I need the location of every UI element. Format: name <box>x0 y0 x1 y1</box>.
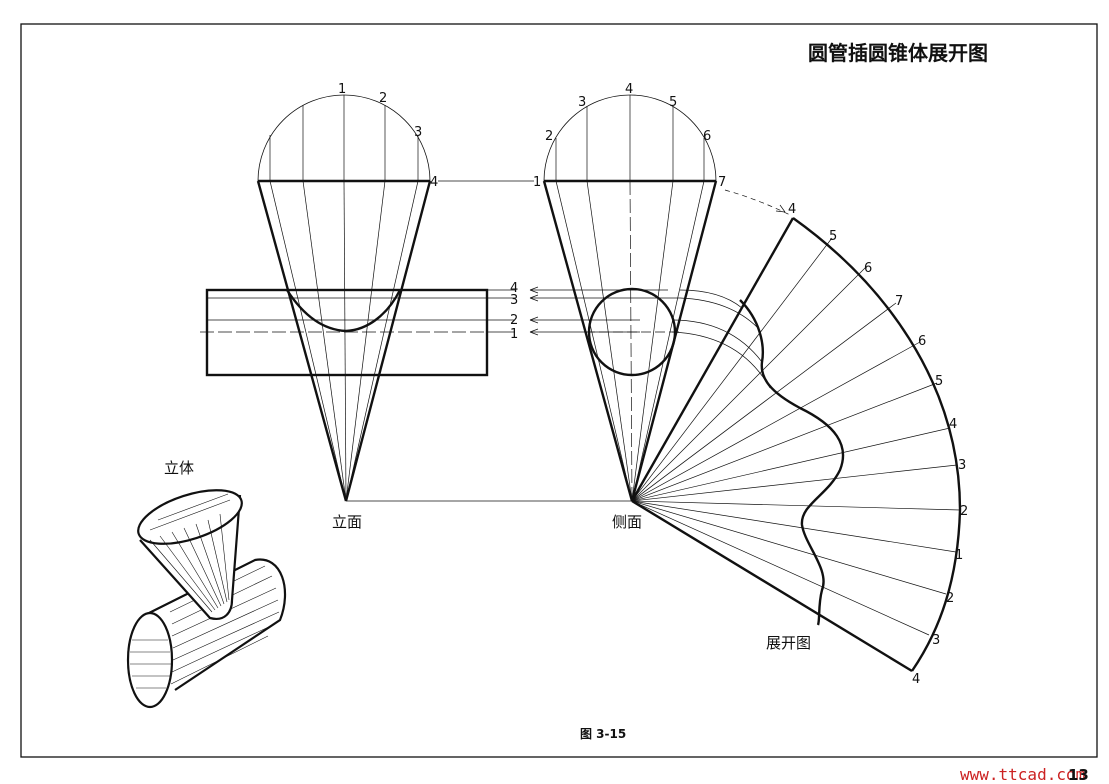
fan-label: 3 <box>958 458 966 473</box>
fan-label: 7 <box>895 294 903 309</box>
side-view-label: 侧面 <box>612 513 642 531</box>
fan-label: 4 <box>788 202 796 217</box>
front-arc-label: 3 <box>414 125 422 140</box>
fan-label: 2 <box>946 591 954 606</box>
side-end-label: 7 <box>718 175 726 190</box>
tube-level-label: 2 <box>510 313 518 328</box>
fan-label: 1 <box>955 548 963 563</box>
drawing-title: 圆管插圆锥体展开图 <box>808 41 988 65</box>
fan-label: 5 <box>935 374 943 389</box>
side-arc-label: 6 <box>703 129 711 144</box>
fan-label: 2 <box>960 504 968 519</box>
page-number: 13 <box>1068 766 1089 784</box>
tube-level-label: 1 <box>510 327 518 342</box>
side-arc-label: 4 <box>625 82 633 97</box>
transfer-arcs <box>671 189 791 389</box>
front-arc-label: 4 <box>430 175 438 190</box>
side-view <box>542 94 718 502</box>
development-label: 展开图 <box>766 634 811 652</box>
side-arc-label: 5 <box>669 95 677 110</box>
solid-illustration <box>126 489 287 709</box>
side-arc-label: 3 <box>578 95 586 110</box>
figure-caption: 图 3-15 <box>580 727 626 741</box>
watermark: www.ttcad.com <box>960 765 1085 784</box>
page-border <box>20 23 1098 758</box>
fan-label: 4 <box>912 672 920 687</box>
side-end-label: 1 <box>533 175 541 190</box>
development <box>630 217 962 673</box>
tube-level-label: 4 <box>510 281 518 296</box>
fan-label: 6 <box>864 261 872 276</box>
tube-level-label: 3 <box>510 293 518 308</box>
solid-view-label: 立体 <box>164 459 194 477</box>
front-view-label: 立面 <box>332 513 362 531</box>
side-arc-label: 2 <box>545 129 553 144</box>
front-arc-label: 2 <box>379 91 387 106</box>
front-arc-label: 1 <box>338 82 346 97</box>
fan-label: 5 <box>829 229 837 244</box>
fan-label: 4 <box>949 417 957 432</box>
fan-label: 6 <box>918 334 926 349</box>
fan-label: 3 <box>932 633 940 648</box>
front-view <box>200 94 489 502</box>
